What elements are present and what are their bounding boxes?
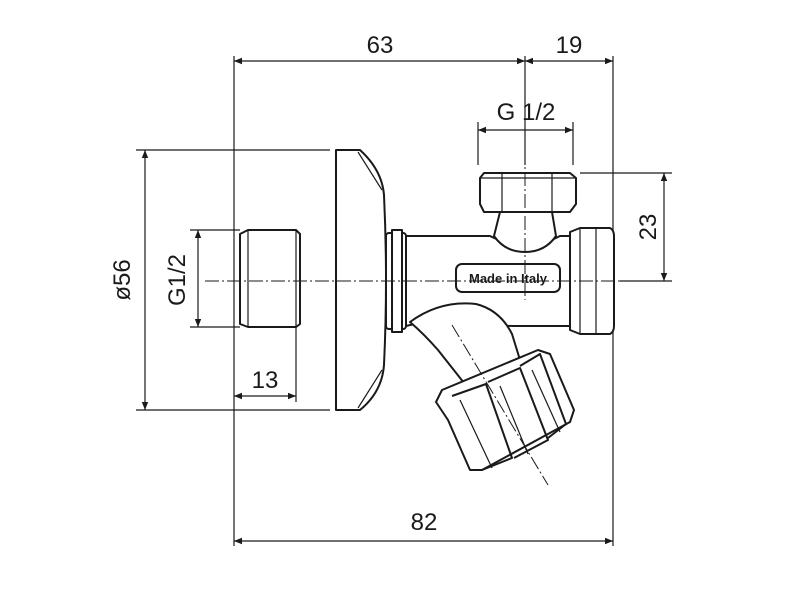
dim-82-label: 82 <box>411 509 438 536</box>
dim-13-label: 13 <box>252 367 279 394</box>
inlet-thread <box>239 229 301 328</box>
body-marking-text: Made in Italy <box>469 271 548 286</box>
wall-flange <box>335 149 387 411</box>
handle-knob <box>435 349 575 471</box>
center-lines <box>205 150 630 486</box>
dim-56-label: ø56 <box>109 259 136 300</box>
dim-g12-left-label: G1/2 <box>164 254 191 306</box>
marking-plate <box>455 263 561 293</box>
dim-19-label: 19 <box>556 32 583 59</box>
valve-body: Made in Italy <box>239 149 615 471</box>
dim-63-label: 63 <box>367 32 394 59</box>
dim-g12-top-label: G 1/2 <box>497 99 556 126</box>
dim-23-label: 23 <box>635 214 662 241</box>
dimension-lines <box>141 57 668 545</box>
top-nut <box>479 172 577 213</box>
